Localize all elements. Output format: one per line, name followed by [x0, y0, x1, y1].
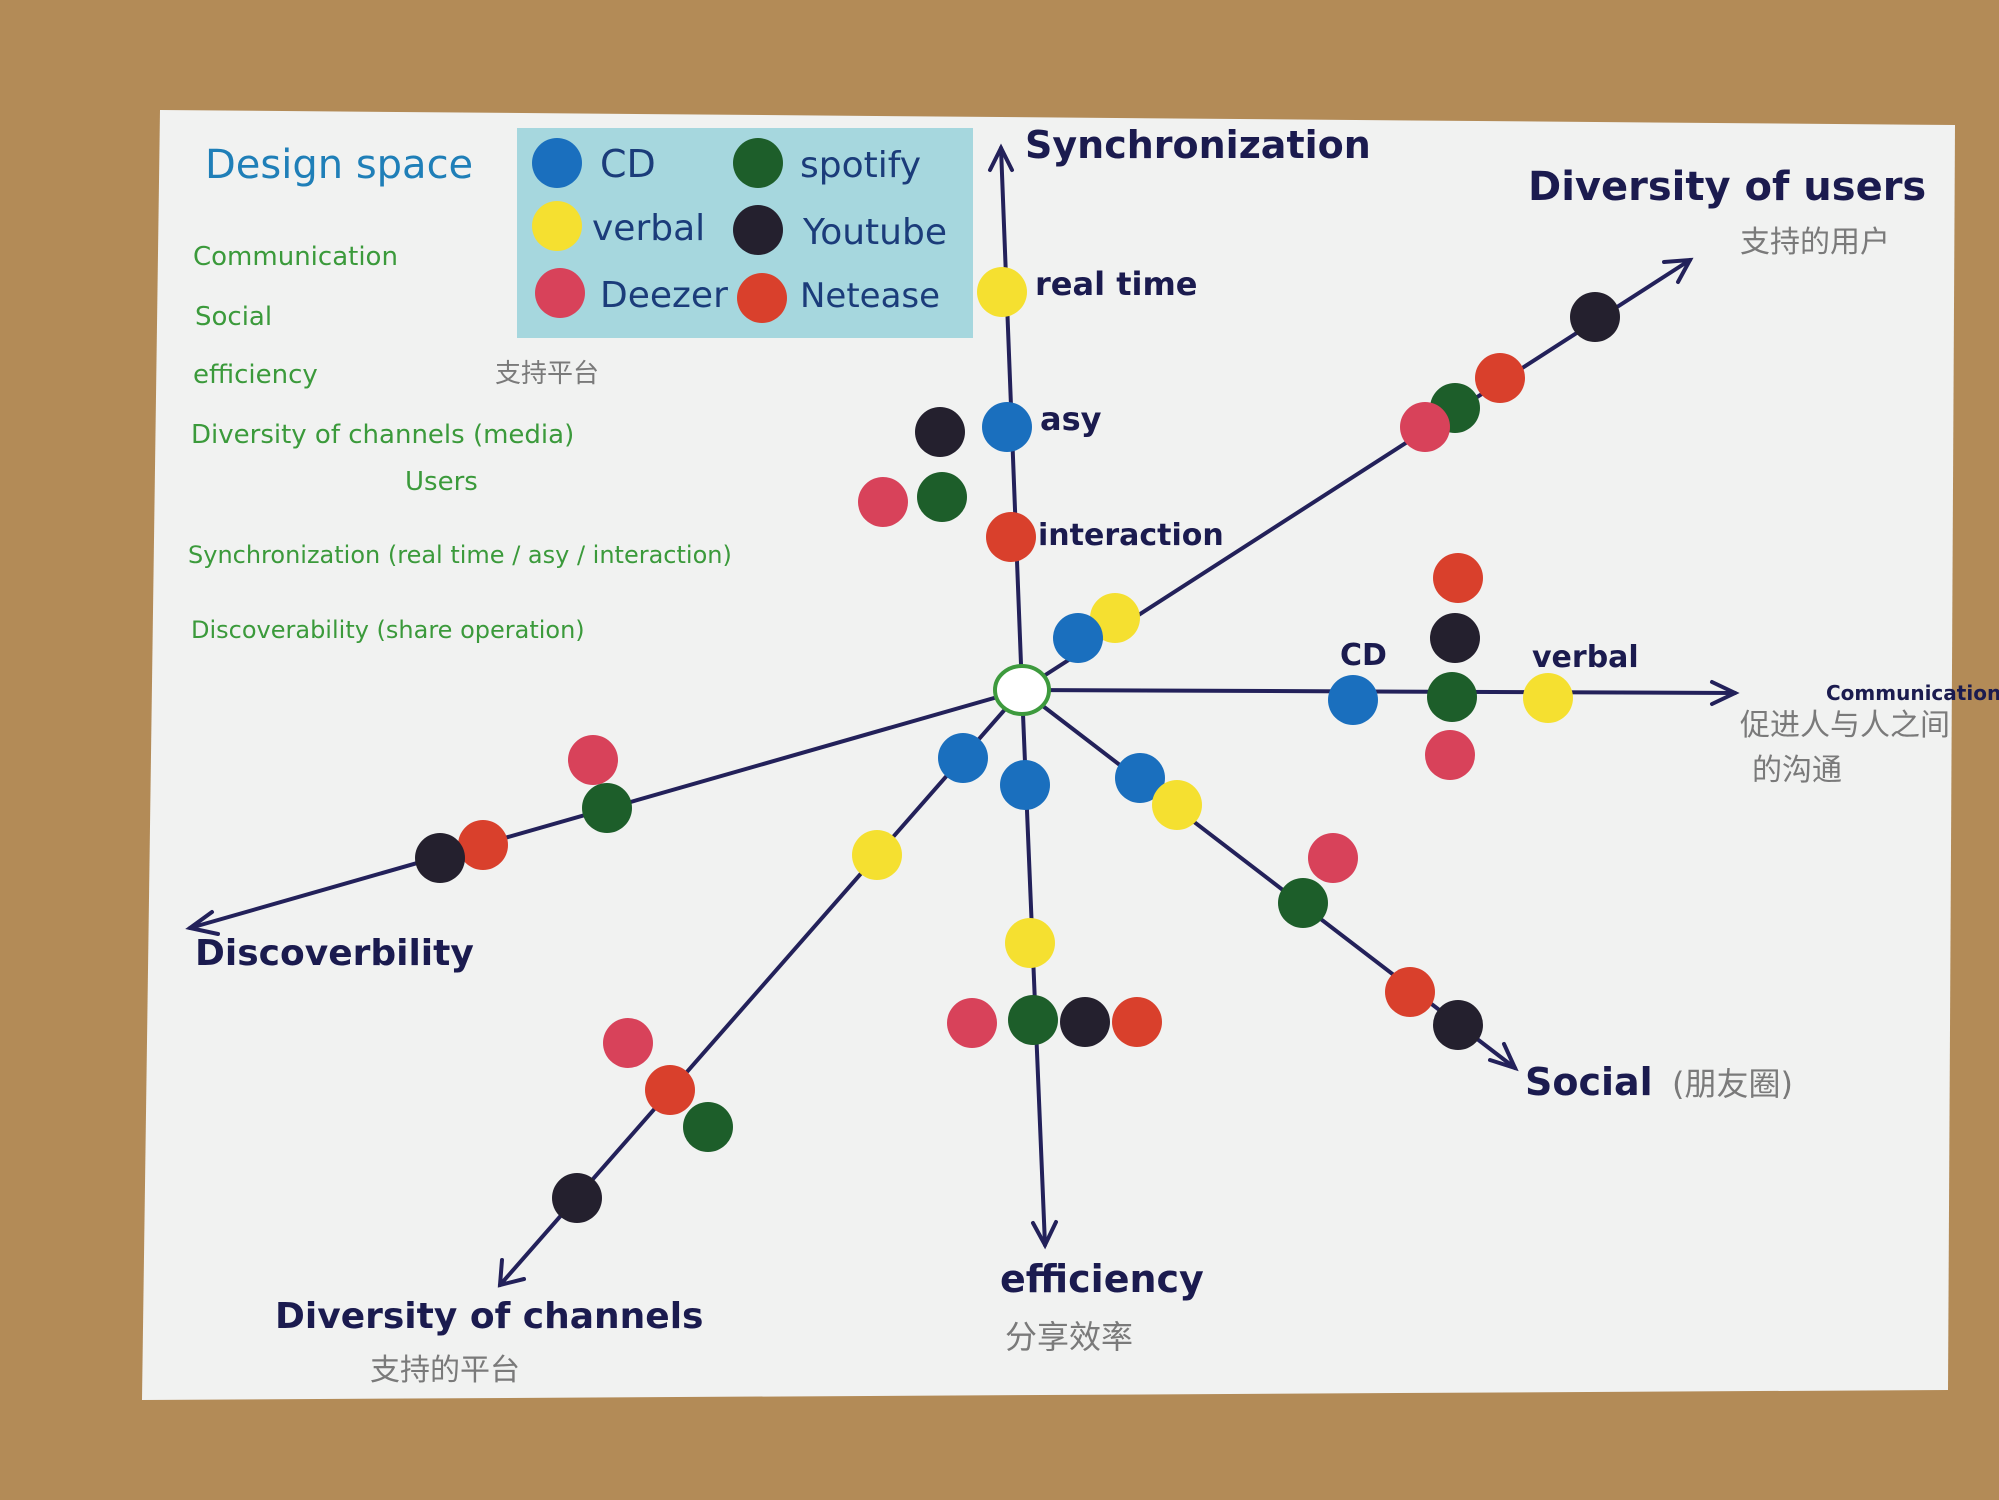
axis-label-users: Diversity of users	[1528, 164, 1926, 210]
dimension-item: Diversity of channels (media)	[191, 420, 574, 450]
legend-label-spotify: spotify	[800, 145, 921, 186]
dot-verbal	[1090, 593, 1140, 643]
dot-cd	[1328, 675, 1378, 725]
dot-youtube	[1570, 292, 1620, 342]
axis-communication	[1020, 688, 1737, 695]
dot-spotify	[683, 1102, 733, 1152]
arrowhead-users	[1662, 257, 1694, 284]
axis-label-communication: Communication	[1826, 681, 1999, 705]
axis-label-social: Social	[1525, 1060, 1653, 1104]
legend-label-netease: Netease	[800, 276, 940, 316]
dot-deezer	[947, 998, 997, 1048]
axis-label-efficiency: efficiency	[1000, 1257, 1204, 1301]
arrowhead-discover	[185, 910, 220, 936]
dot-netease	[1112, 997, 1162, 1047]
dimension-item: Social	[195, 302, 272, 332]
origin-marker	[993, 664, 1051, 716]
axis-label-channels: Diversity of channels	[275, 1296, 703, 1337]
level-label-asy: asy	[1040, 400, 1102, 438]
dot-verbal	[977, 267, 1027, 317]
dot-spotify	[1008, 995, 1058, 1045]
legend-swatch-netease	[737, 273, 787, 323]
arrowhead-social	[1488, 1042, 1519, 1072]
level-label-interaction: interaction	[1038, 518, 1224, 553]
dot-verbal	[1005, 918, 1055, 968]
dots	[415, 267, 1620, 1223]
dimension-item: Discoverability (share operation)	[191, 616, 585, 644]
dot-cd	[938, 733, 988, 783]
dot-youtube	[552, 1173, 602, 1223]
dot-spotify	[1427, 672, 1477, 722]
dot-spotify	[917, 472, 967, 522]
dot-verbal	[1152, 780, 1202, 830]
legend-swatch-verbal	[532, 201, 582, 251]
legend-swatch-cd	[532, 138, 582, 188]
dot-spotify	[582, 783, 632, 833]
axis-sub1-communication: 促进人与人之间	[1740, 708, 1950, 743]
legend-label-cd: CD	[600, 142, 656, 186]
dimension-item: Users	[405, 467, 478, 497]
arrowhead-communication	[1710, 680, 1740, 706]
dot-verbal	[852, 830, 902, 880]
dot-youtube	[1430, 613, 1480, 663]
legend-label-verbal: verbal	[592, 208, 705, 249]
dimension-item: efficiency	[193, 360, 318, 390]
dot-deezer	[568, 735, 618, 785]
legend-swatch-deezer	[535, 268, 585, 318]
dot-youtube	[1060, 997, 1110, 1047]
arrowhead-synchronization	[988, 143, 1014, 172]
page-title: Design space	[205, 142, 473, 188]
paper-sheet	[142, 110, 1955, 1400]
legend-label-youtube: Youtube	[802, 212, 947, 253]
arrowhead-efficiency	[1031, 1220, 1058, 1250]
axis-social	[1020, 688, 1517, 1070]
dot-deezer	[858, 477, 908, 527]
dimension-item: Synchronization (real time / asy / inter…	[188, 541, 732, 569]
dot-verbal	[1523, 673, 1573, 723]
legend: CD spotify verbal Youtube Deezer Netease	[517, 128, 973, 338]
dot-cd	[1053, 613, 1103, 663]
dot-deezer	[1400, 402, 1450, 452]
dot-deezer	[603, 1018, 653, 1068]
dot-youtube	[415, 833, 465, 883]
platforms-note: 支持平台	[495, 359, 599, 389]
dot-netease	[1385, 967, 1435, 1017]
dot-netease	[645, 1065, 695, 1115]
dimensions-list: Communication Social efficiency Diversit…	[188, 242, 732, 644]
axis-sub-social: (朋友圈)	[1672, 1065, 1793, 1103]
dot-deezer	[1425, 730, 1475, 780]
axis-sub-channels: 支持的平台	[370, 1353, 520, 1388]
dot-spotify	[1278, 878, 1328, 928]
legend-swatch-youtube	[733, 205, 783, 255]
legend-label-deezer: Deezer	[600, 275, 728, 316]
dot-youtube	[1433, 1000, 1483, 1050]
level-label-verbal: verbal	[1532, 640, 1639, 675]
axis-sub-users: 支持的用户	[1740, 225, 1890, 260]
legend-swatch-spotify	[733, 138, 783, 188]
dot-cd	[1115, 753, 1165, 803]
axis-sub-efficiency: 分享效率	[1005, 1318, 1133, 1356]
level-label-realtime: real time	[1035, 265, 1198, 303]
dot-netease	[1433, 553, 1483, 603]
axis-label-synchronization: Synchronization	[1025, 123, 1371, 167]
dimension-item: Communication	[193, 242, 398, 272]
dot-netease	[1475, 353, 1525, 403]
axis-label-discover: Discoverbility	[195, 933, 474, 974]
dot-cd	[1000, 760, 1050, 810]
axis-sub2-communication: 的沟通	[1752, 753, 1842, 788]
dot-youtube	[915, 407, 965, 457]
dot-deezer	[1308, 833, 1358, 883]
level-label-cd: CD	[1340, 638, 1387, 673]
dot-cd	[982, 402, 1032, 452]
dot-netease	[986, 512, 1036, 562]
arrowhead-channels	[497, 1258, 526, 1288]
dot-netease	[458, 820, 508, 870]
